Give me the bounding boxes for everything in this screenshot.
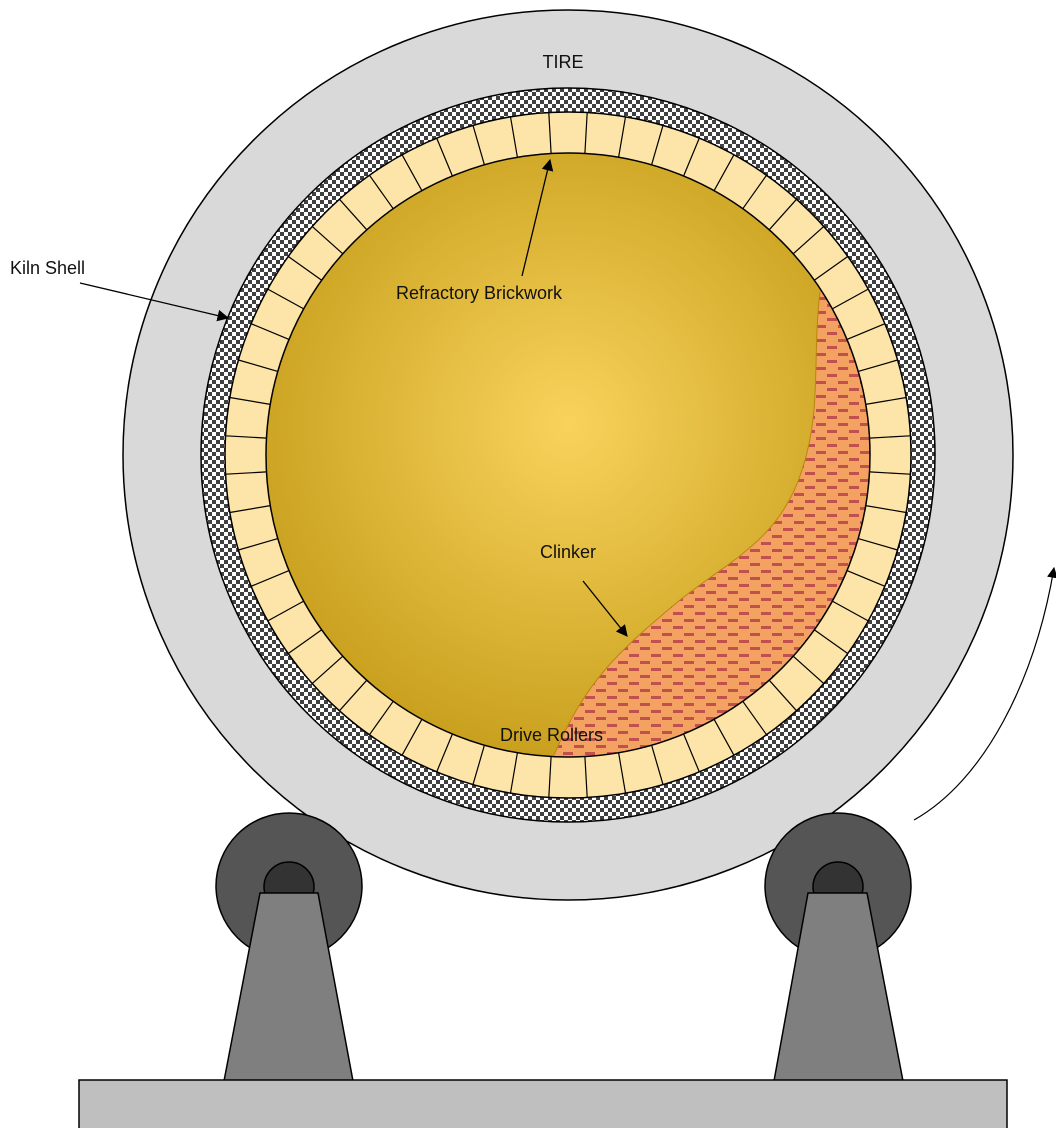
brick-joint: [584, 756, 588, 798]
brick-joint: [401, 719, 423, 756]
clinker-edge: [551, 291, 821, 757]
refractory-brickwork-label: Refractory Brickwork: [396, 283, 563, 303]
brick-joint: [436, 733, 453, 773]
brick-joint: [618, 116, 627, 158]
brick-joint: [267, 288, 304, 310]
brick-joint: [509, 116, 518, 158]
brick-joint: [618, 752, 627, 794]
brick-joint: [229, 396, 271, 405]
clinker-label: Clinker: [540, 542, 596, 562]
kiln-shell-arrow: [79, 282, 230, 322]
brick-joint: [768, 198, 798, 231]
brick-joint: [369, 174, 394, 210]
drive-rollers-label: Drive Rollers: [500, 725, 603, 745]
brick-joint: [846, 570, 886, 587]
brick-joint: [229, 505, 271, 514]
brick-joint: [369, 700, 394, 736]
brick-joint: [548, 756, 552, 798]
brick-joint: [338, 679, 368, 712]
brick-joint: [858, 359, 898, 372]
brick-joint: [250, 323, 290, 340]
brick-joint: [813, 629, 849, 654]
brick-joint: [713, 719, 735, 756]
brick-joint: [651, 125, 664, 165]
brick-joint: [865, 505, 907, 514]
brick-joint: [238, 538, 278, 551]
interior-outline: [265, 152, 871, 758]
brick-joint: [401, 154, 423, 191]
brick-joint: [683, 137, 700, 177]
brick-joint: [869, 435, 911, 439]
brick-joint: [267, 600, 304, 622]
clinker-arrow: [582, 580, 628, 637]
refractory-brickwork-arrow: [521, 158, 554, 277]
brick-joint: [584, 112, 588, 154]
brick-joint: [742, 700, 767, 736]
brick-joint: [287, 629, 323, 654]
brick-joint: [846, 323, 886, 340]
brick-joint: [858, 538, 898, 551]
brick-joint: [813, 256, 849, 281]
brick-joint: [869, 471, 911, 475]
brick-joint: [250, 570, 290, 587]
brick-joint: [472, 745, 485, 785]
brick-joint: [311, 225, 344, 255]
brick-joint: [865, 396, 907, 405]
tire-label: TIRE: [542, 52, 583, 72]
brick-joint: [683, 733, 700, 773]
brick-joint: [548, 112, 552, 154]
brick-joint: [225, 471, 267, 475]
brick-joints: [225, 112, 911, 798]
brick-joint: [792, 655, 825, 685]
brick-joint: [311, 655, 344, 685]
brick-joint: [768, 679, 798, 712]
kiln-shell-label: Kiln Shell: [10, 258, 85, 278]
brick-joint: [651, 745, 664, 785]
brick-joint: [832, 288, 869, 310]
rotation-arrow: [913, 566, 1056, 821]
brick-joint: [792, 225, 825, 255]
brick-joint: [287, 256, 323, 281]
brick-joint: [472, 125, 485, 165]
brick-joint: [238, 359, 278, 372]
base-platform: [78, 1079, 1008, 1128]
brick-joint: [713, 154, 735, 191]
brick-joint: [832, 600, 869, 622]
brick-joint: [742, 174, 767, 210]
brick-joint: [225, 435, 267, 439]
brick-joint: [338, 198, 368, 231]
brick-joint: [509, 752, 518, 794]
brick-joint: [436, 137, 453, 177]
